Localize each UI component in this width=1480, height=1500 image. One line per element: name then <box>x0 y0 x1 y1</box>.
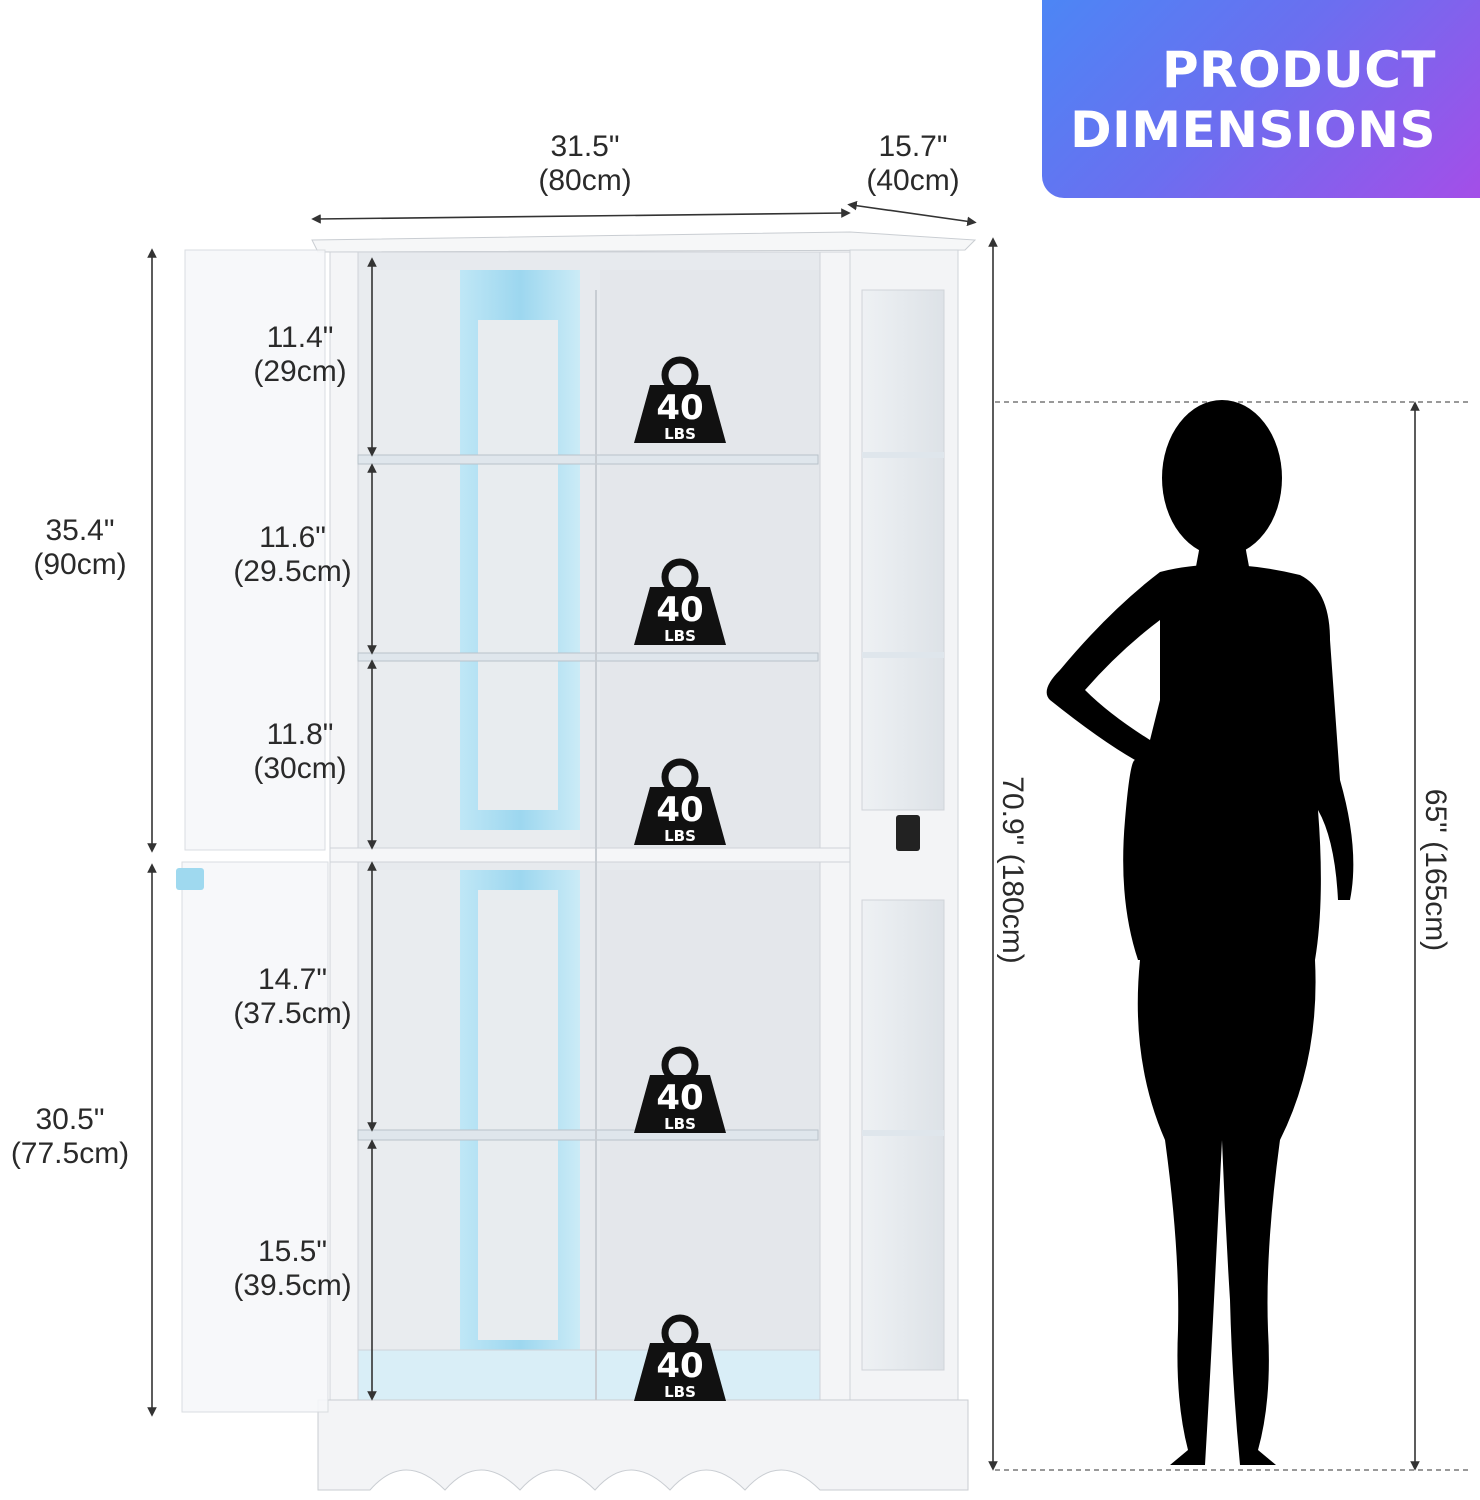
weight-icon: 40 LBS <box>634 1314 726 1401</box>
svg-text:40: 40 <box>656 388 703 428</box>
svg-text:LBS: LBS <box>664 1383 696 1401</box>
upper-section-label: 35.4" (90cm) <box>33 514 127 581</box>
weight-badges: 40 LBS 40 LBS 40 LBS 40 LBS 40 LBS <box>634 356 726 1401</box>
shelf-2-height-label: 11.6" (29.5cm) <box>233 521 352 588</box>
shelf-1-height-label: 11.4" (29cm) <box>253 321 347 388</box>
svg-text:40: 40 <box>656 1078 703 1118</box>
width-label: 31.5" (80cm) <box>538 130 632 197</box>
weight-icon: 40 LBS <box>634 758 726 845</box>
total-height-label: 70.9" (180cm) <box>996 776 1029 964</box>
lower-section-label: 30.5" (77.5cm) <box>10 1103 130 1170</box>
svg-text:LBS: LBS <box>664 1115 696 1133</box>
person-height-label: 65" (165cm) <box>1419 788 1452 952</box>
shelf-3-height-label: 11.8" (30cm) <box>253 718 347 785</box>
weight-icon: 40 LBS <box>634 558 726 645</box>
product-dimensions-banner: PRODUCT DIMENSIONS <box>1042 0 1480 198</box>
svg-text:40: 40 <box>656 790 703 830</box>
svg-text:LBS: LBS <box>664 827 696 845</box>
open-door <box>176 249 329 1413</box>
svg-text:40: 40 <box>656 590 703 630</box>
shelf-4-height-label: 14.7" (37.5cm) <box>233 963 352 1030</box>
svg-text:40: 40 <box>656 1346 703 1386</box>
weight-icon: 40 LBS <box>634 356 726 443</box>
display-cabinet <box>311 231 977 1491</box>
person-silhouette <box>1046 400 1354 1465</box>
svg-text:LBS: LBS <box>664 627 696 645</box>
shelf-5-height-label: 15.5" (39.5cm) <box>233 1235 352 1302</box>
weight-icon: 40 LBS <box>634 1046 726 1133</box>
banner-title: PRODUCT DIMENSIONS <box>1070 41 1436 159</box>
svg-text:LBS: LBS <box>664 425 696 443</box>
depth-label: 15.7" (40cm) <box>866 130 960 197</box>
